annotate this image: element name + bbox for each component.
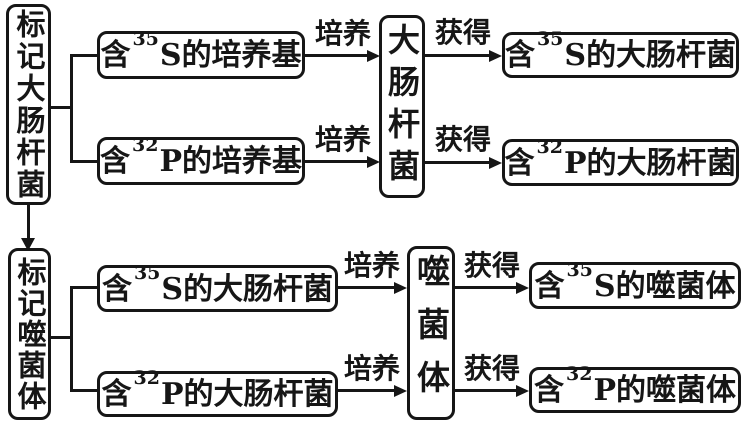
text-post: 的大肠杆菌 (586, 38, 737, 73)
branch-vertical-top (70, 54, 73, 163)
label-box-mark-phage: 标记噬菌体 (8, 248, 51, 420)
text-post: 的噬菌体 (616, 373, 736, 408)
text-pre: 含 (101, 377, 132, 412)
arrow-label-culture-top-2: 培养 (314, 123, 371, 156)
isotope-superscript: 35 (133, 261, 161, 284)
isotope-superscript: 32 (132, 134, 159, 156)
text-pre: 含 (100, 144, 130, 179)
text-post: 的大肠杆菌 (586, 145, 737, 181)
branch-vertical-bottom (70, 286, 73, 392)
text-pre: 含 (101, 271, 132, 307)
isotope-superscript: 32 (536, 135, 563, 158)
arrow-label-culture-bottom-1: 培养 (343, 249, 400, 282)
element-symbol: P (563, 145, 587, 181)
arrow-culture-top-1 (305, 54, 367, 57)
label-box-mark-ecoli: 标记大肠杆菌 (6, 4, 51, 205)
branch-stem-bottom (49, 336, 73, 339)
branch-lower-bottom (70, 389, 98, 392)
isotope-superscript: 35 (566, 258, 593, 281)
text-pre: 含 (534, 268, 565, 304)
label-box-mark-ecoli-text: 标记大肠杆菌 (12, 8, 46, 201)
arrow-obtain-bottom-2 (455, 389, 516, 392)
arrow-obtain-bottom-1 (455, 286, 516, 289)
arrow-label-obtain-bottom-2: 获得 (463, 352, 520, 385)
arrow-culture-bottom-2 (338, 389, 394, 392)
arrow-obtain-top-1 (425, 54, 489, 57)
arrow-label-obtain-bottom-1: 获得 (463, 249, 520, 282)
label-box-mark-phage-text: 标记噬菌体 (13, 256, 47, 412)
element-symbol: P (159, 144, 183, 179)
isotope-superscript: 35 (132, 28, 159, 50)
isotope-superscript: 32 (133, 367, 160, 389)
element-symbol: S (161, 271, 184, 307)
text-post: 的噬菌体 (615, 268, 736, 304)
text-pre: 含 (100, 38, 131, 73)
arrow-label-culture-top-1: 培养 (314, 17, 371, 50)
arrow-label-obtain-top-2: 获得 (434, 123, 491, 156)
text-post: 的培养基 (181, 38, 302, 73)
arrow-label-obtain-top-1: 获得 (434, 16, 491, 49)
isotope-superscript: 35 (536, 28, 564, 50)
arrow-label-culture-bottom-2: 培养 (343, 352, 400, 385)
isotope-superscript: 32 (565, 363, 593, 385)
element-symbol: S (593, 268, 616, 304)
text-post: 的大肠杆菌 (183, 377, 334, 412)
arrow-culture-top-2 (305, 160, 367, 163)
text-pre: 含 (533, 373, 564, 408)
center-box-ecoli-text: 大肠杆菌 (383, 22, 421, 191)
element-symbol: P (160, 377, 184, 412)
stage-connector-arrowhead (21, 238, 35, 251)
text-post: 的大肠杆菌 (183, 271, 334, 307)
stage-connector-line (27, 205, 30, 241)
branch-upper-top (70, 54, 98, 57)
branch-lower-top (70, 160, 98, 163)
text-pre: 含 (504, 145, 535, 181)
text-post: 的培养基 (182, 144, 303, 179)
element-symbol: S (564, 38, 587, 73)
element-symbol: P (593, 373, 616, 408)
text-pre: 含 (504, 38, 535, 73)
branch-upper-bottom (70, 286, 98, 289)
center-box-phage: 噬菌体 (407, 246, 455, 420)
branch-stem-top (49, 106, 73, 109)
center-box-ecoli: 大肠杆菌 (379, 15, 425, 198)
center-box-phage-text: 噬菌体 (411, 253, 451, 413)
element-symbol: S (159, 38, 182, 73)
arrow-culture-bottom-1 (338, 286, 394, 289)
arrow-obtain-top-2 (425, 161, 489, 164)
